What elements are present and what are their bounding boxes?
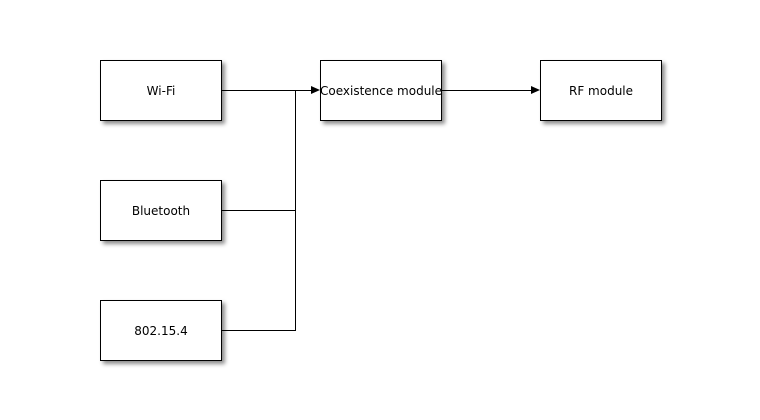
connector-coexistence-to-rf bbox=[442, 90, 531, 91]
node-802-15-4: 802.15.4 bbox=[100, 300, 222, 361]
connector-trunk-vertical bbox=[295, 90, 296, 331]
node-rf-module: RF module bbox=[540, 60, 662, 121]
node-wifi: Wi-Fi bbox=[100, 60, 222, 121]
connector-802-15-4-to-trunk bbox=[222, 330, 295, 331]
node-coexistence-module: Coexistence module bbox=[320, 60, 442, 121]
node-bluetooth-label: Bluetooth bbox=[131, 203, 191, 218]
connector-bluetooth-to-trunk bbox=[222, 210, 295, 211]
node-bluetooth: Bluetooth bbox=[100, 180, 222, 241]
connector-wifi-to-coexistence bbox=[222, 90, 311, 91]
arrowhead-into-coexistence-icon bbox=[311, 86, 320, 94]
node-rf-module-label: RF module bbox=[568, 83, 634, 98]
node-wifi-label: Wi-Fi bbox=[146, 83, 176, 98]
node-802-15-4-label: 802.15.4 bbox=[134, 323, 188, 338]
arrowhead-into-rf-icon bbox=[531, 86, 540, 94]
node-coexistence-module-label: Coexistence module bbox=[319, 83, 443, 98]
